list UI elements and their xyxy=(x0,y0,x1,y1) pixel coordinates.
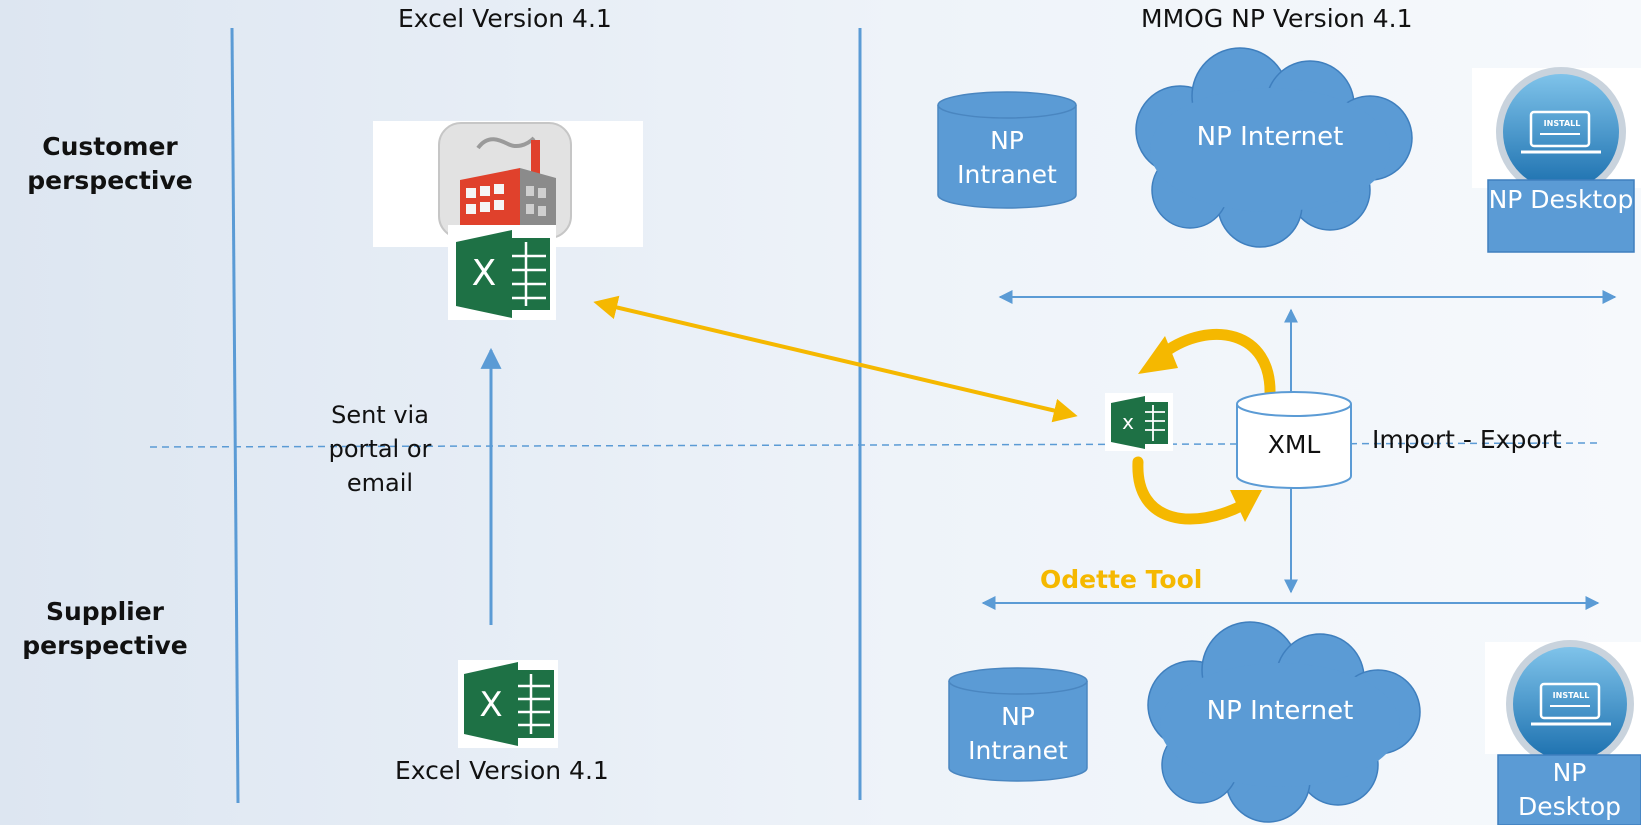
supplier-perspective-label: Supplier perspective xyxy=(22,597,188,660)
np-desktop-label-top: NP Desktop xyxy=(1488,185,1634,214)
np-desktop-box-top xyxy=(1487,179,1635,253)
excel-icon-supplier: X xyxy=(458,660,558,748)
conversion-arrowhead-bottom xyxy=(1230,490,1262,522)
np-internet-cloud-bottom xyxy=(1147,621,1421,823)
excel-icon-odette: x xyxy=(1105,393,1173,451)
np-intranet-database-bottom xyxy=(948,667,1088,782)
excel-icon-customer: X xyxy=(448,225,556,320)
conversion-arrowhead-top xyxy=(1138,336,1178,374)
np-desktop-label-bottom: NP Desktop xyxy=(1517,758,1622,821)
svg-text:X: X xyxy=(479,685,502,725)
perspective-divider xyxy=(149,442,1601,448)
xml-database xyxy=(1236,391,1352,489)
header-excel-version: Excel Version 4.1 xyxy=(398,4,612,33)
svg-text:x: x xyxy=(1122,410,1134,434)
np-internet-label-bottom: NP Internet xyxy=(1206,696,1354,726)
install-icon-top: INSTALL xyxy=(1472,67,1641,197)
factory-icon xyxy=(373,121,643,247)
np-internet-label-top: NP Internet xyxy=(1196,122,1344,152)
svg-text:INSTALL: INSTALL xyxy=(1544,119,1581,128)
install-icon-bottom: INSTALL xyxy=(1485,640,1641,768)
sent-via-label: Sent via portal or email xyxy=(328,401,432,497)
np-desktop-box-bottom xyxy=(1497,754,1641,825)
column-divider-left xyxy=(230,27,240,804)
customer-perspective-label: Customer perspective xyxy=(27,132,193,195)
conversion-arrow-top xyxy=(1159,328,1276,401)
np-intranet-label-bottom: NP Intranet xyxy=(968,702,1068,765)
svg-text:X: X xyxy=(472,253,497,294)
import-export-label: Import - Export xyxy=(1372,425,1562,454)
xml-label: XML xyxy=(1267,430,1321,459)
np-intranet-database-top xyxy=(937,91,1077,209)
exchange-arrow xyxy=(593,295,1078,423)
np-internet-cloud-top xyxy=(1135,47,1413,248)
odette-tool-label: Odette Tool xyxy=(1040,565,1203,594)
header-mmog-np-version: MMOG NP Version 4.1 xyxy=(1141,4,1413,33)
svg-text:INSTALL: INSTALL xyxy=(1553,691,1590,700)
conversion-arrow-bottom xyxy=(1132,456,1249,525)
np-intranet-label-top: NP Intranet xyxy=(957,126,1057,189)
excel-version-bottom-label: Excel Version 4.1 xyxy=(395,756,609,785)
